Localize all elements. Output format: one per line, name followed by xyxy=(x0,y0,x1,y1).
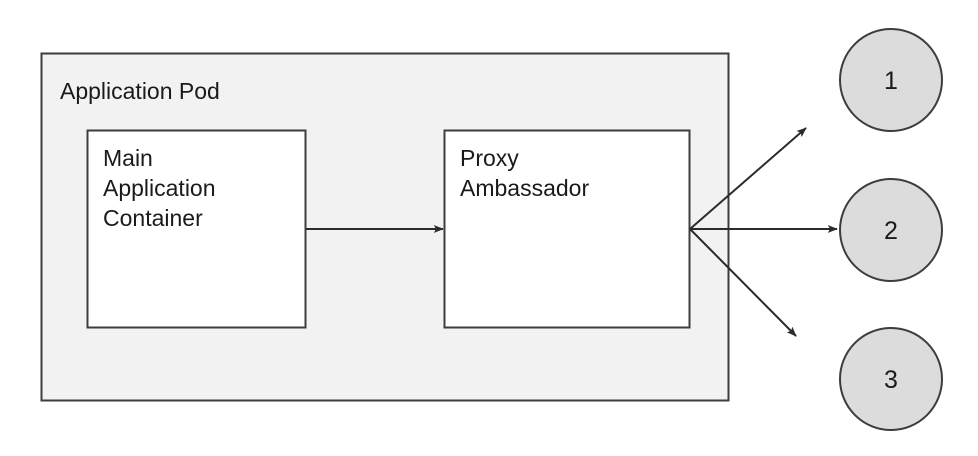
external-service-2-circle[interactable] xyxy=(839,178,943,282)
external-service-3-circle[interactable] xyxy=(839,327,943,431)
proxy-ambassador-label-line2: Ambassador xyxy=(460,175,589,201)
external-service-3-label: 3 xyxy=(884,366,898,394)
main-application-container-label-line1: Main xyxy=(103,145,153,171)
proxy-to-service-3-arrow xyxy=(689,228,797,337)
external-service-2-label: 2 xyxy=(884,217,898,245)
proxy-to-service-1-arrow xyxy=(689,127,807,230)
main-application-container-box[interactable] xyxy=(86,129,307,329)
external-service-1-label: 1 xyxy=(884,67,898,95)
proxy-ambassador-box[interactable] xyxy=(443,129,691,329)
main-application-container-label-line3: Container xyxy=(103,205,203,231)
main-application-container-label-line2: Application xyxy=(103,175,216,201)
proxy-ambassador-label-line1: Proxy xyxy=(460,145,519,171)
application-pod-label: Application Pod xyxy=(60,78,220,104)
external-service-1-circle[interactable] xyxy=(839,28,943,132)
